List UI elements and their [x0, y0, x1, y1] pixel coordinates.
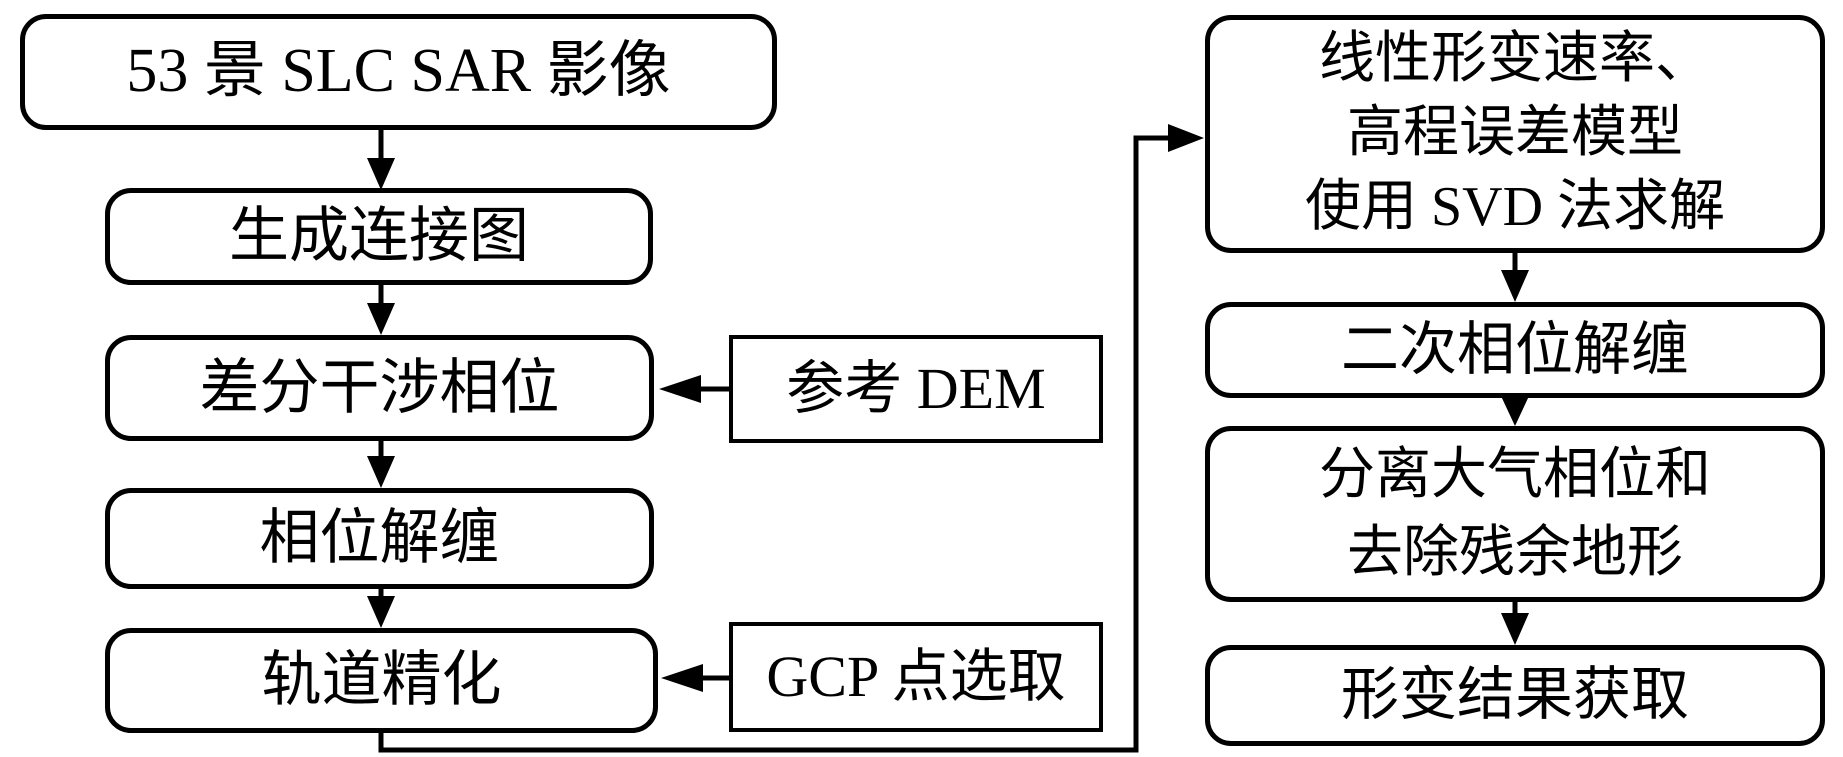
arrow-second-unwrap-to-atmos — [1501, 396, 1529, 426]
node-second-phase-unwrapping-label: 二次相位解缠 — [1340, 316, 1689, 382]
node-reference-dem-label: 参考 DEM — [786, 355, 1046, 421]
arrow-connection-graph-to-diff-phase — [367, 285, 395, 335]
node-svd-solve-line1: 线性形变速率、 — [1319, 28, 1711, 91]
node-svd-solve-line2: 高程误差模型 — [1347, 102, 1683, 165]
node-second-phase-unwrapping: 二次相位解缠 — [1205, 302, 1825, 398]
node-phase-unwrapping-label: 相位解缠 — [259, 505, 500, 571]
connector-orbit-refine-to-svd — [378, 124, 1204, 753]
node-separate-atmosphere-remove-terrain: 分离大气相位和 去除残余地形 — [1205, 426, 1825, 602]
node-phase-unwrapping: 相位解缠 — [105, 488, 654, 589]
node-gcp-point-selection: GCP 点选取 — [729, 622, 1103, 732]
node-reference-dem: 参考 DEM — [729, 335, 1103, 443]
node-generate-connection-graph: 生成连接图 — [105, 188, 653, 285]
node-slc-sar-images-label: 53 景 SLC SAR 影像 — [126, 37, 671, 106]
arrow-ref-dem-to-diff-phase — [659, 375, 729, 403]
arrow-diff-phase-to-phase-unwrap — [367, 441, 395, 488]
arrow-svd-to-second-unwrap — [1501, 253, 1529, 302]
arrow-atmos-to-deform-result — [1501, 602, 1529, 645]
node-generate-connection-graph-label: 生成连接图 — [229, 203, 529, 269]
node-svd-solve-line3: 使用 SVD 法求解 — [1304, 175, 1726, 238]
node-separate-atmosphere-line2: 去除残余地形 — [1347, 522, 1683, 584]
node-differential-interferometric-phase-label: 差分干涉相位 — [199, 354, 560, 421]
node-gcp-point-selection-label: GCP 点选取 — [766, 643, 1066, 709]
arrow-gcp-to-orbit-refine — [661, 664, 729, 692]
node-slc-sar-images: 53 景 SLC SAR 影像 — [20, 14, 777, 130]
node-orbit-refinement-label: 轨道精化 — [261, 647, 502, 713]
node-orbit-refinement: 轨道精化 — [105, 628, 658, 733]
node-differential-interferometric-phase: 差分干涉相位 — [105, 335, 654, 441]
node-svd-solve: 线性形变速率、 高程误差模型 使用 SVD 法求解 — [1205, 15, 1825, 253]
node-deformation-result: 形变结果获取 — [1205, 645, 1825, 746]
node-deformation-result-label: 形变结果获取 — [1340, 662, 1689, 728]
node-separate-atmosphere-line1: 分离大气相位和 — [1319, 443, 1711, 506]
arrow-phase-unwrap-to-orbit-refine — [367, 589, 395, 628]
arrow-slc-to-connection-graph — [367, 130, 395, 190]
